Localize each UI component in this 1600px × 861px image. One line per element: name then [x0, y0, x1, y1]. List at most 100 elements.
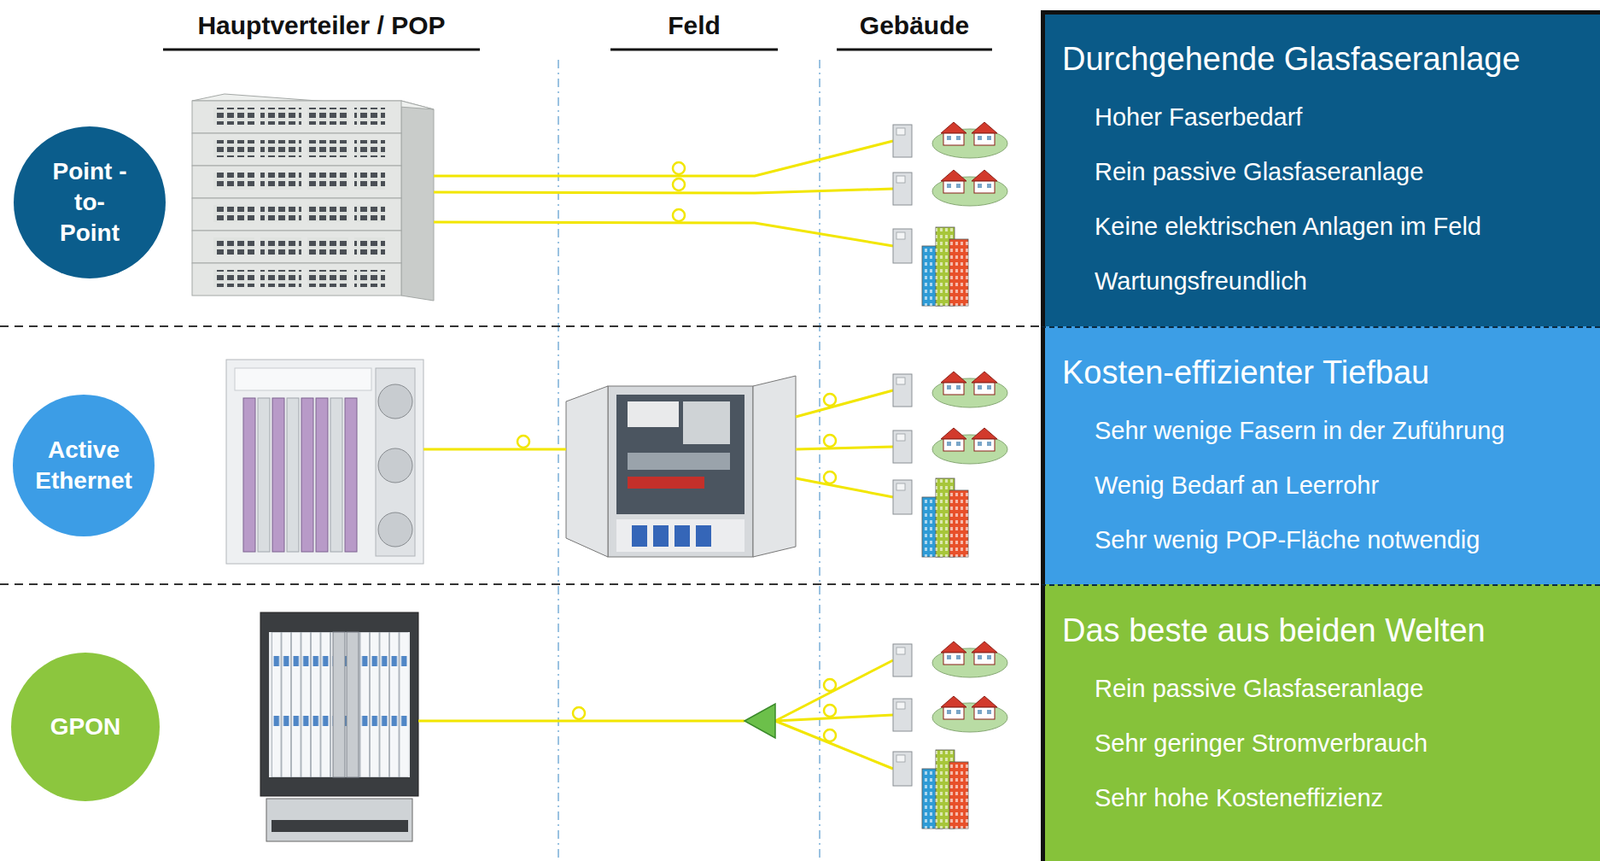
switch-stack	[213, 140, 255, 158]
circle-shape	[13, 126, 166, 279]
optical-splitter	[744, 703, 776, 738]
feature-item: Wartungsfreundlich	[1094, 253, 1590, 309]
fiber-line	[795, 478, 894, 497]
street-cabinet	[627, 401, 679, 427]
switch-stack	[192, 230, 402, 263]
fiber-line	[433, 221, 894, 246]
gpon-olt	[271, 819, 409, 832]
column-header: Gebäude	[836, 10, 993, 41]
gpon-olt	[268, 631, 410, 777]
header-underline	[163, 48, 480, 52]
switch-stack	[307, 140, 349, 158]
fiber-loop	[823, 729, 836, 742]
switch-stack	[213, 204, 255, 222]
feature-item: Rein passive Glasfaseranlage	[1094, 144, 1590, 199]
row-separator	[0, 583, 1041, 585]
feature-panel: Kosten-effizienter TiefbauSehr wenige Fa…	[1040, 326, 1600, 584]
ethernet-chassis	[226, 359, 424, 564]
switch-stack	[192, 93, 434, 301]
column-header: Feld	[610, 10, 778, 41]
street-cabinet	[627, 452, 730, 470]
circle-text-wrap: GPON	[10, 651, 161, 802]
fiber-loop	[672, 162, 685, 175]
building-group	[893, 695, 1008, 732]
switch-stack	[354, 172, 386, 190]
feature-item: Rein passive Glasfaseranlage	[1094, 660, 1590, 716]
fiber-line	[433, 188, 894, 193]
switch-stack	[401, 100, 434, 301]
circle-shape	[11, 393, 156, 538]
zone-divider	[558, 59, 820, 861]
switch-stack	[260, 140, 302, 158]
switch-stack	[307, 107, 349, 125]
switch-stack	[192, 133, 402, 166]
technology-circle: Active Ethernet	[11, 393, 156, 538]
street-cabinet	[653, 525, 669, 547]
fiber-loop	[672, 209, 685, 222]
technology-name: Active Ethernet	[28, 434, 140, 497]
ethernet-chassis	[315, 397, 328, 552]
feature-item: Sehr wenig POP-Fläche notwendig	[1094, 512, 1590, 567]
building-group	[893, 641, 1008, 678]
column-header: Hauptverteiler / POP	[163, 10, 480, 41]
row-separator	[0, 326, 1041, 584]
fiber-line	[795, 390, 894, 417]
switch-stack	[260, 172, 302, 190]
circle-text-wrap: Point -to- Point	[12, 125, 167, 280]
panel-heading: Das beste aus beiden Welten	[1062, 604, 1590, 656]
street-cabinet	[627, 476, 705, 489]
switch-stack	[260, 269, 302, 287]
ethernet-chassis	[378, 512, 413, 547]
ethernet-chassis	[243, 397, 256, 552]
street-cabinet	[607, 385, 754, 557]
header-underline	[836, 48, 993, 52]
ethernet-chassis	[286, 397, 299, 552]
gpon-olt	[332, 631, 345, 777]
street-cabinet	[616, 519, 745, 552]
ethernet-chassis	[226, 359, 424, 564]
switch-stack	[354, 204, 386, 222]
header-underline	[610, 48, 778, 52]
technology-name: Point -to- Point	[46, 156, 133, 249]
fiber-loop	[672, 178, 685, 191]
fiber-line	[795, 446, 894, 450]
switch-stack	[307, 172, 349, 190]
building-group	[893, 749, 969, 829]
switch-stack	[354, 107, 386, 125]
switch-stack	[213, 107, 255, 125]
switch-stack	[192, 165, 402, 199]
gpon-olt	[271, 631, 409, 777]
fiber-loop	[823, 393, 836, 406]
ethernet-chassis	[344, 397, 357, 552]
fiber-loop	[823, 678, 836, 691]
building-group	[893, 122, 1008, 158]
street-cabinet	[683, 401, 730, 444]
street-cabinet	[616, 394, 745, 514]
street-cabinet	[674, 525, 690, 547]
ethernet-chassis	[378, 448, 413, 483]
feature-item: Wenig Bedarf an Leerrohr	[1094, 457, 1590, 513]
fiber-loop	[823, 471, 836, 484]
feature-item: Sehr hohe Kosteneffizienz	[1094, 770, 1590, 825]
ethernet-chassis	[330, 397, 343, 552]
technology-circle: Point -to- Point	[12, 125, 167, 280]
gpon-olt	[266, 798, 413, 841]
row-separator	[0, 325, 1041, 328]
switch-stack	[260, 204, 302, 222]
fiber-line	[418, 140, 894, 769]
street-cabinet	[695, 525, 712, 547]
circle-shape	[12, 394, 155, 537]
switch-stack	[354, 140, 386, 158]
zone-divider	[818, 59, 821, 861]
panel-heading: Kosten-effizienter Tiefbau	[1062, 346, 1590, 398]
fiber-line	[775, 659, 894, 721]
switch-stack	[354, 269, 386, 287]
fiber-loop	[517, 435, 530, 448]
gpon-olt	[260, 612, 419, 796]
gpon-olt	[346, 631, 359, 777]
optical-splitter	[744, 703, 776, 738]
ethernet-chassis	[257, 397, 270, 552]
feature-panel: Durchgehende GlasfaseranlageHoher Faserb…	[1040, 10, 1600, 327]
fiber-loop	[517, 162, 836, 742]
